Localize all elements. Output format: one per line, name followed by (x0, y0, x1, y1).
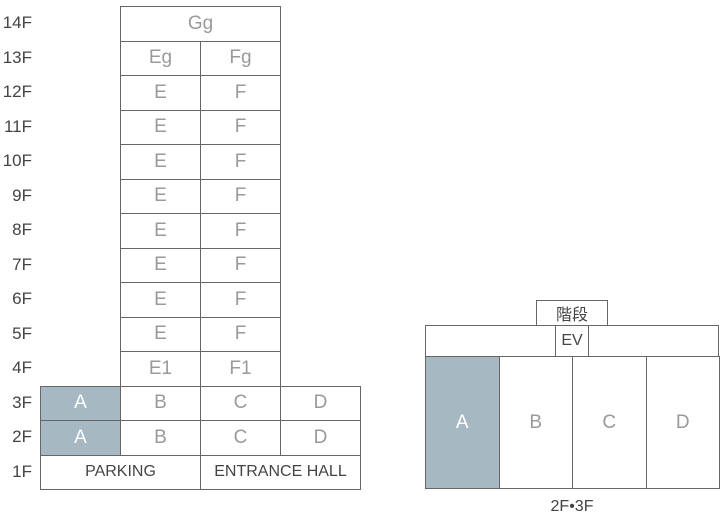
floor-label: 1F (12, 461, 32, 481)
floor-label: 6F (12, 289, 32, 308)
unit-cell: A (40, 420, 121, 456)
floor-label: 11F (3, 116, 32, 136)
floor-label: 7F (12, 254, 32, 274)
unit-cell: E (120, 282, 201, 318)
unit-cell: F1 (200, 351, 281, 387)
floor-label: 4F (12, 358, 32, 377)
unit-cell: F (200, 316, 281, 352)
unit-cell: E (120, 213, 201, 249)
unit-cell: F (200, 75, 281, 111)
floor-label: 2F (12, 427, 32, 446)
unit-cell: C (200, 420, 281, 456)
unit-cell: E (120, 316, 201, 352)
floor-label: 3F (12, 392, 32, 412)
unit-cell: Eg (120, 40, 201, 76)
floor-label: 14F (2, 13, 32, 32)
unit-cell: E (120, 178, 201, 214)
plan-caption: 2F•3F (550, 498, 594, 515)
plan-unit: B (498, 356, 573, 489)
unit-cell: F (200, 178, 281, 214)
plan-unit: C (572, 356, 647, 489)
elevator-box: EV (555, 325, 589, 357)
unit-cell: C (200, 385, 281, 421)
unit-cell: A (40, 385, 121, 421)
unit-cell: D (280, 420, 361, 456)
unit-cell: F (200, 282, 281, 318)
unit-cell: F (200, 247, 281, 283)
plan-unit: A (425, 356, 500, 489)
plan-unit: D (645, 356, 720, 489)
unit-cell: Fg (200, 40, 281, 76)
floor-label: 8F (12, 220, 32, 239)
unit-cell: B (120, 385, 201, 421)
unit-cell: E (120, 144, 201, 180)
unit-cell: B (120, 420, 201, 456)
unit-cell: E (120, 247, 201, 283)
floor-label: 12F (2, 82, 32, 101)
unit-cell: Gg (120, 6, 281, 42)
unit-cell: F (200, 109, 281, 145)
stairs-box: 階段 (536, 300, 608, 326)
unit-cell: D (280, 385, 361, 421)
unit-cell: PARKING (40, 454, 201, 490)
unit-cell: F (200, 144, 281, 180)
unit-cell: E (120, 75, 201, 111)
floor-label: 5F (12, 323, 32, 343)
floor-label: 10F (2, 151, 32, 170)
floor-label: 13F (2, 47, 32, 67)
unit-cell: E1 (120, 351, 201, 387)
unit-cell: F (200, 213, 281, 249)
unit-cell: E (120, 109, 201, 145)
floor-label: 9F (12, 185, 32, 205)
unit-cell: ENTRANCE HALL (200, 454, 361, 490)
